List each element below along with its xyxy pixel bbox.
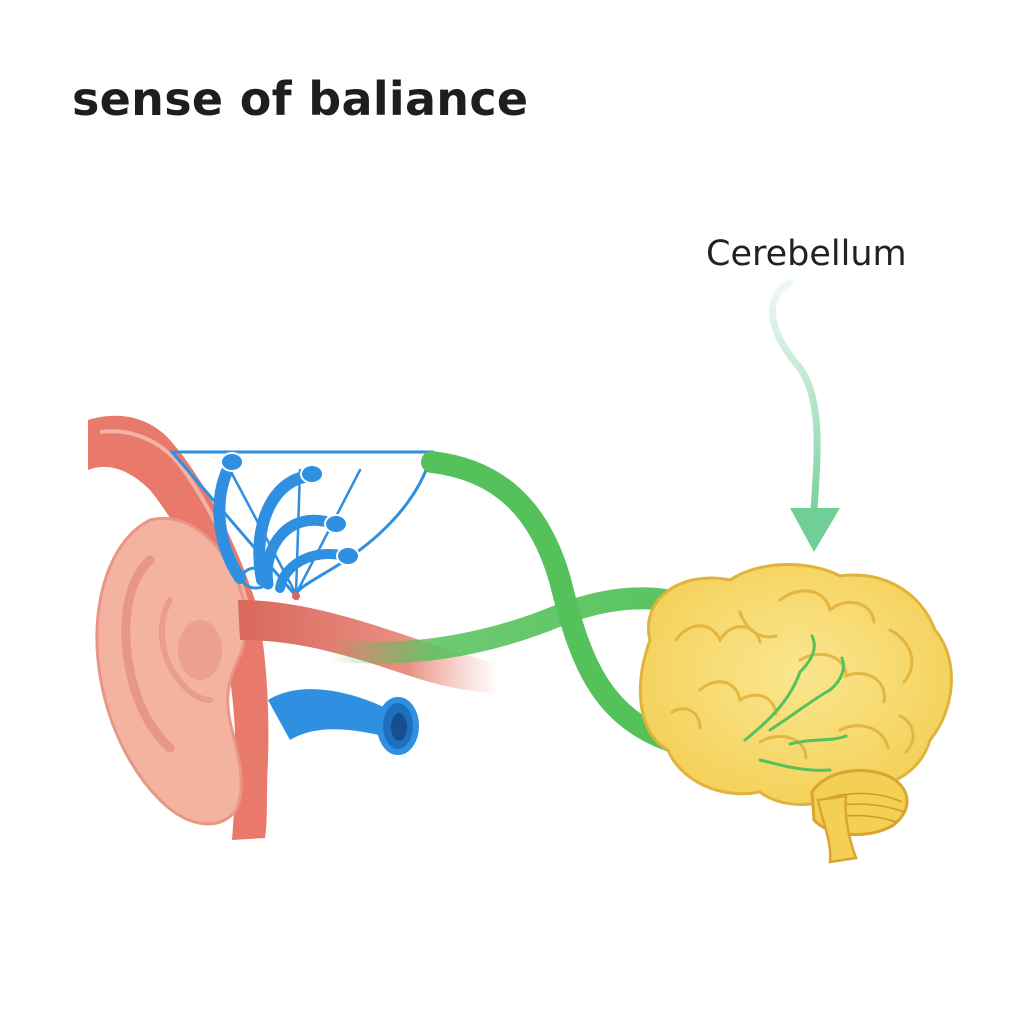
- cerebellum-label: Cerebellum: [706, 234, 907, 274]
- semicircular-canal-2: [253, 470, 316, 586]
- arrow-down-curved-icon: [769, 278, 840, 552]
- brain: [638, 562, 953, 864]
- semicircular-canal-4: [275, 549, 351, 593]
- vestibular-apparatus: [168, 450, 434, 602]
- brainstem: [816, 794, 858, 864]
- diagram-title: sense of baliance: [72, 72, 529, 126]
- semicircular-canal-1: [213, 456, 246, 584]
- eustachian-tube: [268, 689, 400, 740]
